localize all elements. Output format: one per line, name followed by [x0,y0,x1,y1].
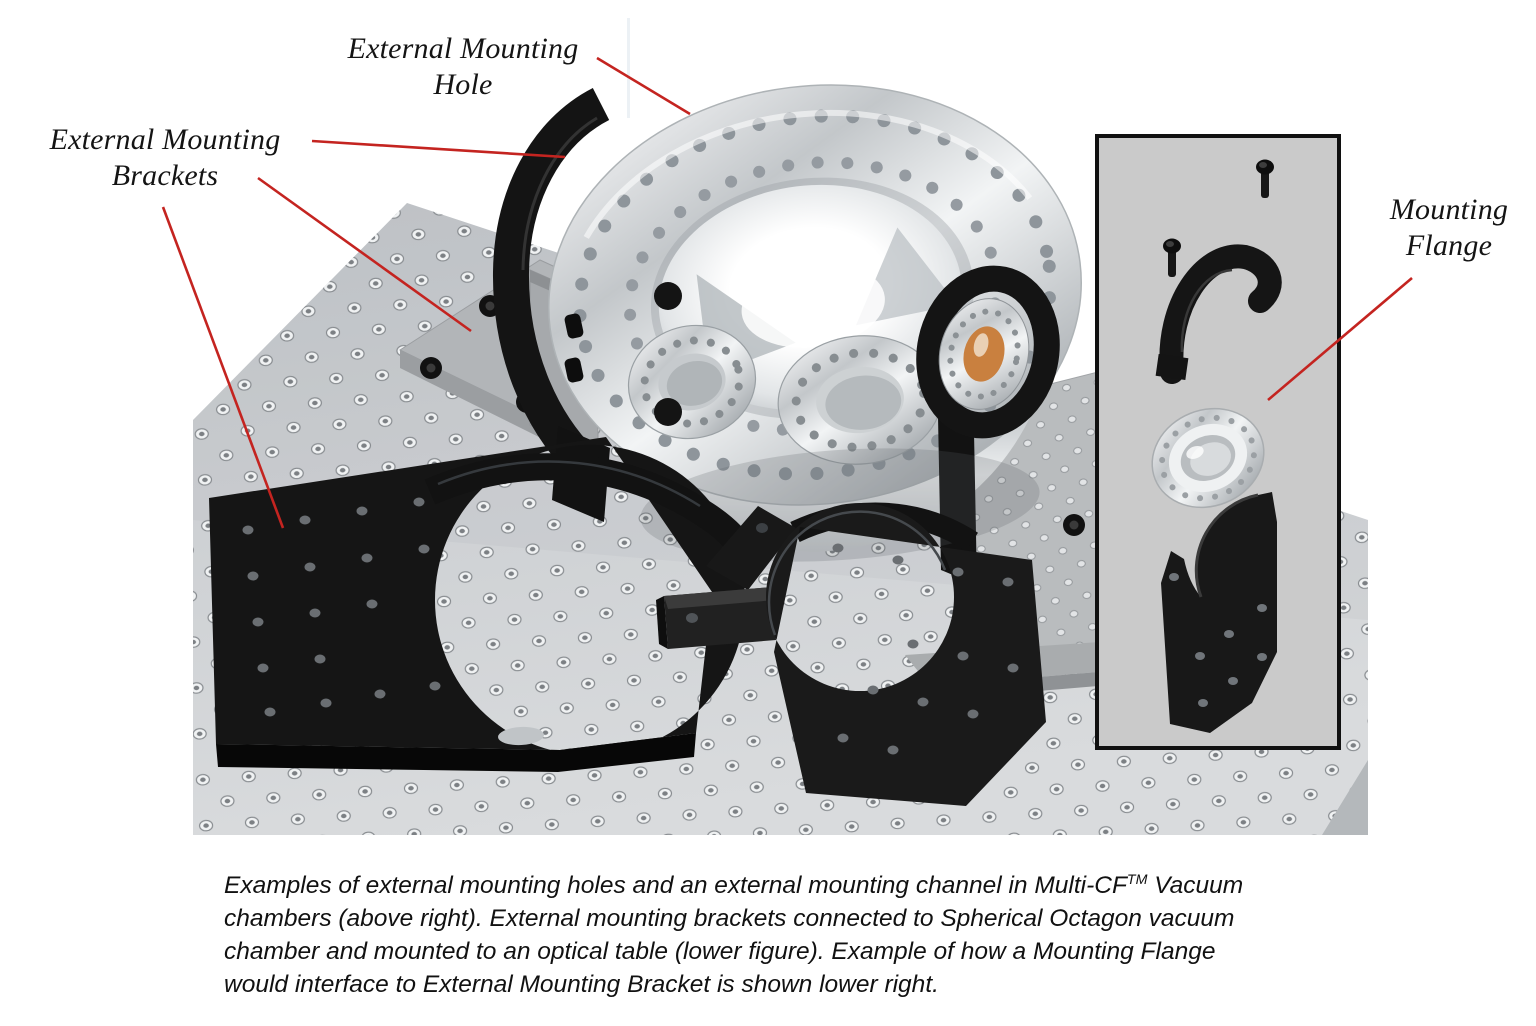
glare-line [627,18,630,118]
caption-line-2: chambers (above right). External mountin… [224,905,1235,932]
mounting-plate-left [209,437,746,756]
channel-arc-segment-1 [424,453,758,562]
inset-screw-2 [1163,238,1181,277]
chamber-viewport-right [938,298,1030,410]
caption-line-1: Examples of external mounting holes and … [224,871,1244,899]
plate-left-holes [242,497,441,717]
leader-mounting-flange [1267,277,1413,401]
figure-caption: Examples of external mounting holes and … [224,869,1354,1001]
leader-bracket-middle [257,176,472,333]
table-corner-bevel [1322,760,1368,835]
inset-plate-holes [1169,573,1267,707]
inset-clamp-arc [1155,244,1282,384]
caption-line-3: chamber and mounted to an optical table … [224,938,1216,965]
caption-line-4: would interface to External Mounting Bra… [224,971,939,998]
chamber-clamp-left [492,87,682,522]
plate-right-holes [832,543,1019,755]
leader-bracket-lower [161,206,285,529]
channel-block [656,587,776,649]
leader-external-mounting-hole [596,56,691,116]
mounting-channel-plates [209,437,1046,806]
flange-bolt-holes-outer [573,109,1057,481]
leader-lines [161,56,1413,529]
trademark-superscript: TM [1126,871,1148,888]
leader-bracket-upper [311,139,566,159]
inset-screw-1 [1256,159,1274,198]
inset-bracket-plate [1161,492,1277,733]
inset-mounting-flange [1151,407,1265,509]
channel-wedge [706,506,796,590]
mounting-flange-inset [1095,134,1341,750]
label-external-mounting-hole: External Mounting Hole [347,32,579,101]
mounting-plate-right [766,503,1046,806]
label-mounting-flange: Mounting Flange [1389,193,1509,262]
chamber-port-front-right [777,335,943,465]
label-external-mounting-brackets: External Mounting Brackets [49,123,281,192]
